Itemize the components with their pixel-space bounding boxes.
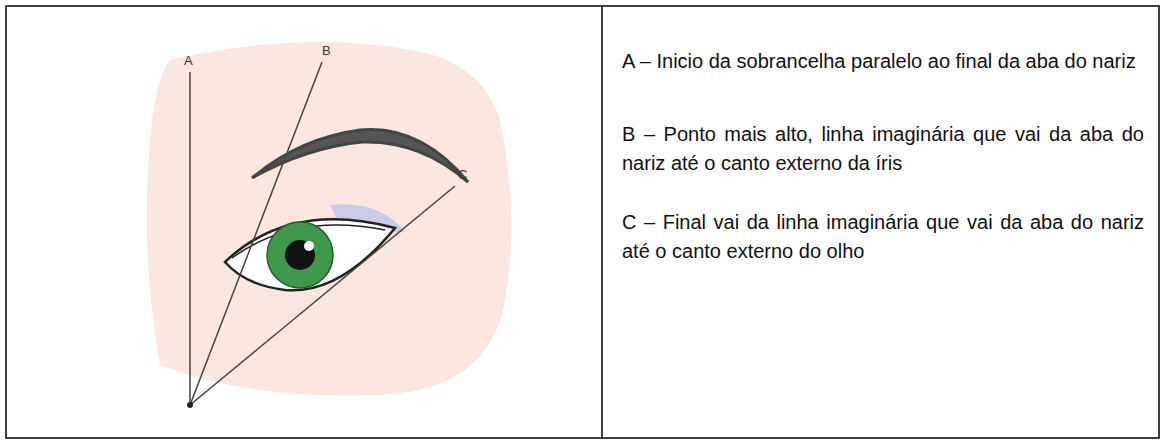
table-border	[6, 6, 1159, 438]
pupil	[285, 240, 315, 270]
description-text: B – Ponto mais alto, linha imaginária qu…	[622, 120, 1144, 178]
eye-highlight	[304, 241, 314, 251]
line-letter: C	[458, 168, 467, 182]
eyebrow	[252, 129, 468, 182]
guide-line	[189, 72, 191, 405]
table-divider	[601, 6, 603, 438]
description-text: A – Inicio da sobrancelha paralelo ao fi…	[622, 47, 1144, 76]
nose-point	[187, 402, 193, 408]
line-letter: A	[184, 54, 193, 68]
skin-patch	[147, 42, 512, 396]
iris	[267, 222, 333, 288]
guide-line	[190, 62, 322, 405]
description-text: C – Final vai da linha imaginária que va…	[622, 208, 1144, 266]
eye-outline	[225, 219, 395, 290]
guide-line	[190, 186, 455, 405]
line-letter: B	[322, 44, 331, 58]
